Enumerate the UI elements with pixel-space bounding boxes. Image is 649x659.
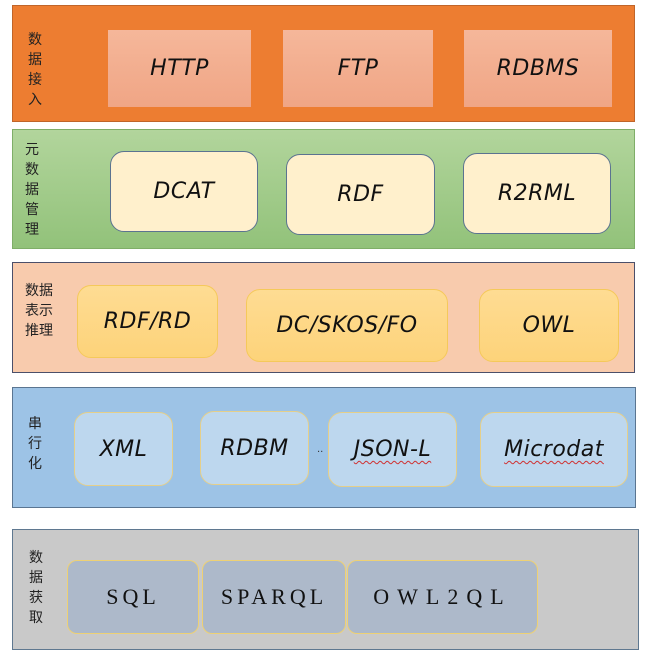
layer-data-representation-reasoning: 数据 表示 推理 RDF/RD DC/SKOS/FO OWL xyxy=(12,262,635,373)
layer-label: 数 据 接 入 xyxy=(28,32,42,108)
layer-label: 串 行 化 xyxy=(28,416,42,472)
box-rdbms: RDBMS xyxy=(464,30,612,107)
layer-label: 数 据 获 取 xyxy=(29,550,43,626)
layer-label: 元 数 据 管 理 xyxy=(25,142,39,238)
layer-data-acquisition: 数 据 获 取 SQL SPARQL OWL2QL xyxy=(12,529,639,650)
layer-metadata-management: 元 数 据 管 理 DCAT RDF R2RML xyxy=(12,129,635,249)
box-microdat-text: Microdat xyxy=(504,437,604,462)
layer-data-ingestion: 数 据 接 入 HTTP FTP RDBMS xyxy=(12,5,635,122)
box-ftp: FTP xyxy=(283,30,433,107)
box-json-l: JSON-L xyxy=(328,412,457,487)
box-rdf: RDF xyxy=(286,154,435,235)
layer-serialization: 串 行 化 XML RDBM .. JSON-L Microdat xyxy=(12,387,636,508)
box-owl2ql: OWL2QL xyxy=(347,560,538,634)
box-json-l-text: JSON-L xyxy=(353,437,432,462)
box-http: HTTP xyxy=(108,30,251,107)
box-dc-skos-fo: DC/SKOS/FO xyxy=(246,289,448,362)
box-rdbm: RDBM xyxy=(200,411,309,485)
ellipsis: .. xyxy=(317,444,324,455)
box-sparql: SPARQL xyxy=(202,560,346,634)
box-microdat: Microdat xyxy=(480,412,628,487)
box-sql: SQL xyxy=(67,560,199,634)
box-owl: OWL xyxy=(479,289,619,362)
box-dcat: DCAT xyxy=(110,151,258,232)
box-rdf-rd: RDF/RD xyxy=(77,285,218,358)
box-r2rml: R2RML xyxy=(463,153,611,234)
box-xml: XML xyxy=(74,412,173,486)
layer-label: 数据 表示 推理 xyxy=(25,283,53,339)
